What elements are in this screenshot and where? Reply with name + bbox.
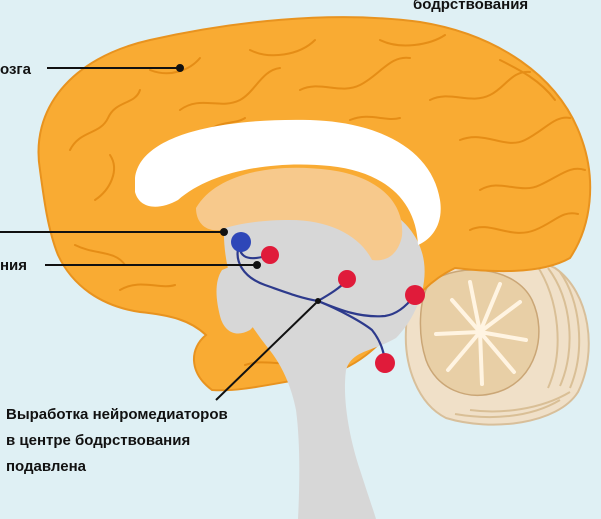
target-node-midbrain: [338, 270, 356, 288]
wake-center-node: [231, 232, 251, 252]
cortex-label: озга: [0, 59, 31, 80]
caption-line-2: в центре бодрствования: [6, 428, 228, 454]
left-middle-pointer-dot: [254, 262, 260, 268]
target-node-hypothalamus: [261, 246, 279, 264]
caption-line-3: подавлена: [6, 454, 228, 480]
cortex-pointer-dot: [177, 65, 183, 71]
target-node-cerebellum: [405, 285, 425, 305]
target-node-pons: [375, 353, 395, 373]
top-right-label: бодрствования: [413, 0, 528, 15]
left-middle-label: ния: [0, 255, 27, 276]
suppression-caption: Выработка нейромедиаторов в центре бодрс…: [6, 402, 228, 480]
wake-center-pointer-dot: [221, 229, 227, 235]
caption-line-1: Выработка нейромедиаторов: [6, 402, 228, 428]
